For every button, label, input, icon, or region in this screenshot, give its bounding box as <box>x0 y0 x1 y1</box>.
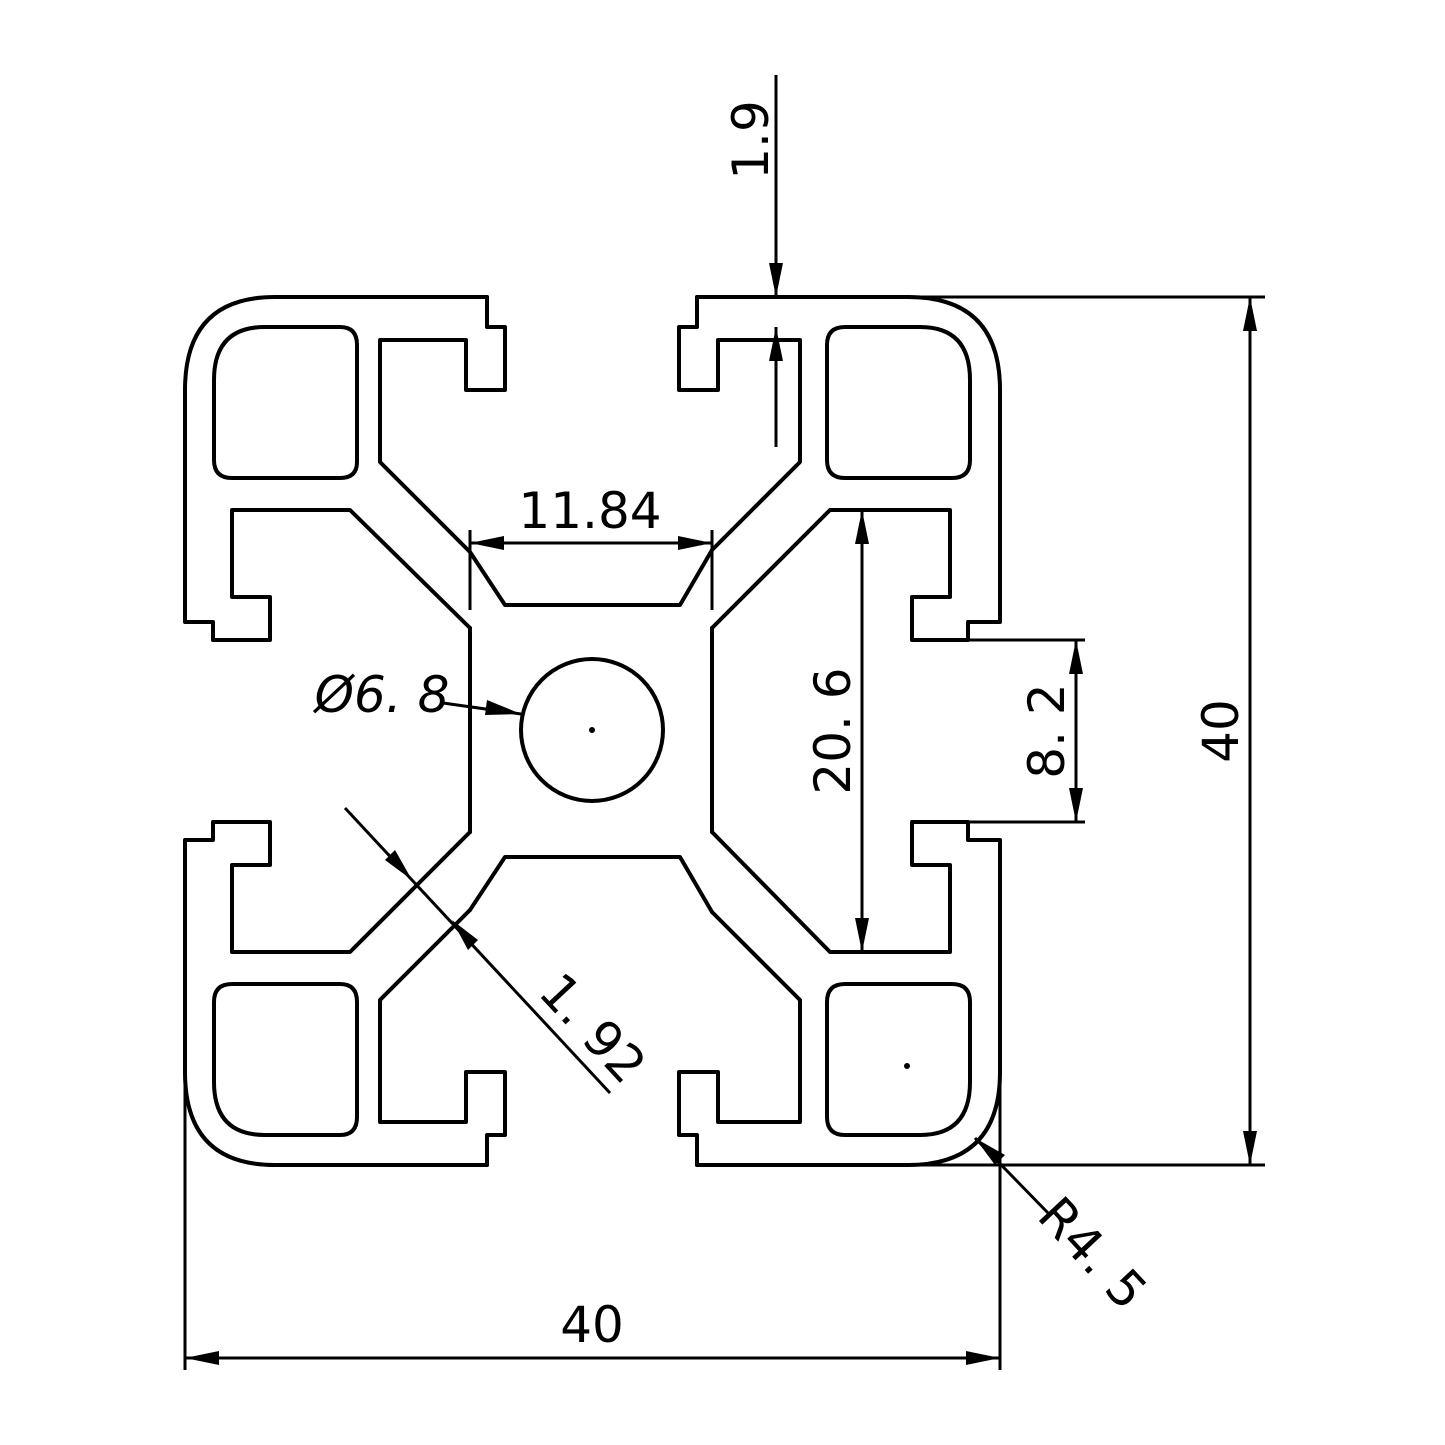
wall-thickness-label: 1.9 <box>722 100 780 180</box>
center-bore-circle <box>519 657 665 803</box>
dimension-inner-span: 20. 6 <box>804 508 880 954</box>
height-label: 40 <box>1192 699 1250 763</box>
dimension-center-bore: Ø6. 8 <box>313 666 522 724</box>
slot-opening-label: 8. 2 <box>1018 683 1076 778</box>
slot-width-label: 11.84 <box>518 482 661 540</box>
profile-outline <box>183 295 1002 1167</box>
dimension-slot-opening: 8. 2 <box>968 638 1085 824</box>
reference-point <box>904 1063 910 1069</box>
inner-span-label: 20. 6 <box>804 667 862 794</box>
corner-radius-label: R4. 5 <box>1027 1186 1158 1321</box>
dimension-wall-thickness: 1.9 <box>722 75 783 447</box>
dimension-web-thickness: 1. 92 <box>343 806 657 1095</box>
center-bore-label: Ø6. 8 <box>313 666 450 724</box>
dimension-slot-width: 11.84 <box>468 482 714 610</box>
width-label: 40 <box>560 1296 624 1354</box>
dimension-height: 40 <box>908 295 1265 1167</box>
center-point <box>589 727 595 733</box>
dimension-width: 40 <box>183 1072 1002 1370</box>
